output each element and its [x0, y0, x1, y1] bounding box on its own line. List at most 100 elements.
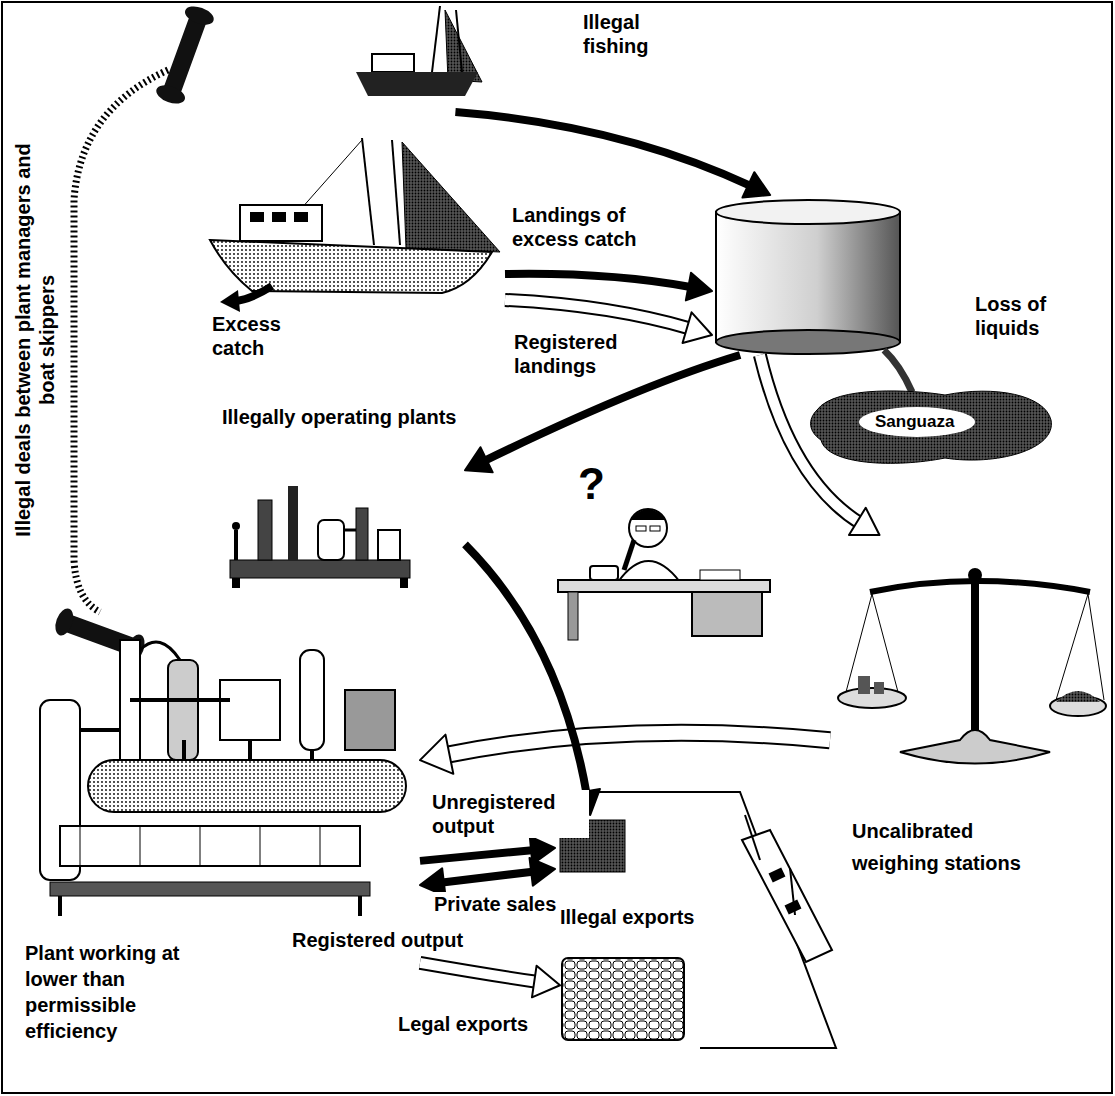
weighing-scale — [968, 568, 982, 582]
fishing-boat — [294, 212, 308, 222]
flow-label: Registered landings — [512, 330, 641, 378]
fishing-boat — [362, 138, 374, 245]
cargo-ship — [742, 830, 832, 962]
arrow-head — [849, 508, 880, 535]
processing-plant — [40, 640, 406, 916]
weighing-scale — [900, 730, 1050, 764]
illegal-plant — [230, 486, 410, 588]
node-label: Illegal fishing — [583, 10, 673, 58]
processing-plant — [88, 760, 406, 812]
desk-clerk — [624, 540, 634, 570]
storage-tank — [716, 200, 912, 392]
fishing-boat — [210, 138, 500, 312]
processing-plant — [140, 642, 180, 660]
side-note: Illegal deals between plant managers and… — [11, 140, 59, 540]
processing-plant — [300, 650, 324, 750]
node-label: Plant working at lower than permissible … — [25, 940, 193, 1044]
cargo-ship — [745, 815, 760, 860]
illegal-boat — [372, 54, 414, 72]
fishing-boat — [240, 205, 322, 241]
cargo-ship — [769, 868, 786, 883]
scale-node: Uncalibrated weighing stations — [830, 535, 1105, 895]
fishing-boat — [272, 212, 286, 222]
storage-tank — [884, 350, 912, 392]
node-label: Illegally operating plants — [222, 405, 467, 429]
fishing-boat — [392, 140, 400, 245]
desk-clerk — [700, 570, 740, 580]
weighing-scale — [872, 594, 898, 692]
fishing-boat — [300, 140, 362, 210]
export-node: Legal exports — [560, 952, 690, 1047]
desk-clerk — [558, 509, 770, 640]
arrow-head — [686, 273, 712, 301]
desk-clerk — [636, 526, 646, 531]
processing-plant — [60, 826, 360, 866]
puddle-shape — [811, 391, 1052, 463]
desk-clerk — [692, 592, 762, 636]
label-patch — [859, 407, 975, 437]
node-label: Loss of liquids — [975, 292, 1093, 340]
storage-tank — [716, 212, 900, 342]
illegal-plant — [344, 529, 356, 532]
fishing-boat — [402, 142, 500, 252]
processing-plant — [200, 826, 201, 866]
node-label: ? — [578, 460, 605, 508]
arrow-head — [420, 735, 453, 774]
illegal-plant — [356, 508, 368, 560]
processing-plant — [320, 826, 321, 866]
puddle-node: Sanguaza — [795, 380, 1060, 470]
node-label: Uncalibrated weighing stations — [852, 815, 1052, 879]
processing-plant — [220, 680, 280, 740]
flow-arrow — [420, 963, 560, 997]
phone-cord — [74, 70, 168, 612]
illegal-plant — [318, 520, 344, 560]
fishing-boat — [220, 290, 240, 312]
desk-node: ? — [510, 460, 770, 640]
desk-clerk — [568, 592, 578, 640]
illegal-boat — [356, 6, 482, 96]
processing-plant — [60, 700, 360, 916]
arrow-head — [532, 966, 560, 998]
flow-label: Private sales — [432, 892, 558, 916]
plant-node: Illegally operating plants — [215, 400, 465, 590]
arrow-outline — [505, 300, 691, 329]
arrow-head — [742, 172, 770, 197]
flow-label: Registered output — [290, 928, 465, 952]
weighing-scale — [1088, 594, 1104, 700]
illegal-plant — [230, 560, 410, 578]
illegal-plant — [258, 500, 272, 560]
arrow-head — [465, 447, 493, 472]
boat-node: Excess catch — [205, 130, 505, 370]
arrow-body — [505, 274, 692, 287]
arrow-body — [505, 300, 691, 329]
illegal-plant — [400, 578, 408, 588]
illegal-plant — [288, 486, 298, 560]
desk-clerk — [630, 509, 666, 520]
flow-label: Unregistered output — [430, 790, 589, 838]
weighing-scale — [1056, 594, 1088, 700]
weighing-scale — [870, 581, 1090, 592]
tank-node: Loss of liquids — [712, 195, 1092, 355]
flow-arrow — [455, 112, 770, 198]
fishing-boat — [250, 212, 264, 222]
flow-arrow — [420, 733, 830, 774]
flow-arrow — [420, 858, 555, 896]
weighing-scale — [838, 688, 906, 708]
illegal-boat — [445, 10, 482, 82]
processing-plant — [345, 690, 395, 750]
arrow-head — [683, 312, 712, 343]
plant-node: Plant working at lower than permissible … — [20, 625, 420, 1050]
flow-arrow — [465, 544, 600, 815]
desk-clerk — [558, 580, 770, 592]
illegal-plant — [378, 530, 400, 560]
illegal-plant — [232, 522, 240, 530]
illegal-plant — [232, 578, 240, 588]
phone-cord — [154, 82, 188, 107]
arrow-outline — [445, 733, 830, 755]
node-label: Excess catch — [212, 312, 312, 360]
flow-label: Landings of excess catch — [510, 203, 679, 251]
